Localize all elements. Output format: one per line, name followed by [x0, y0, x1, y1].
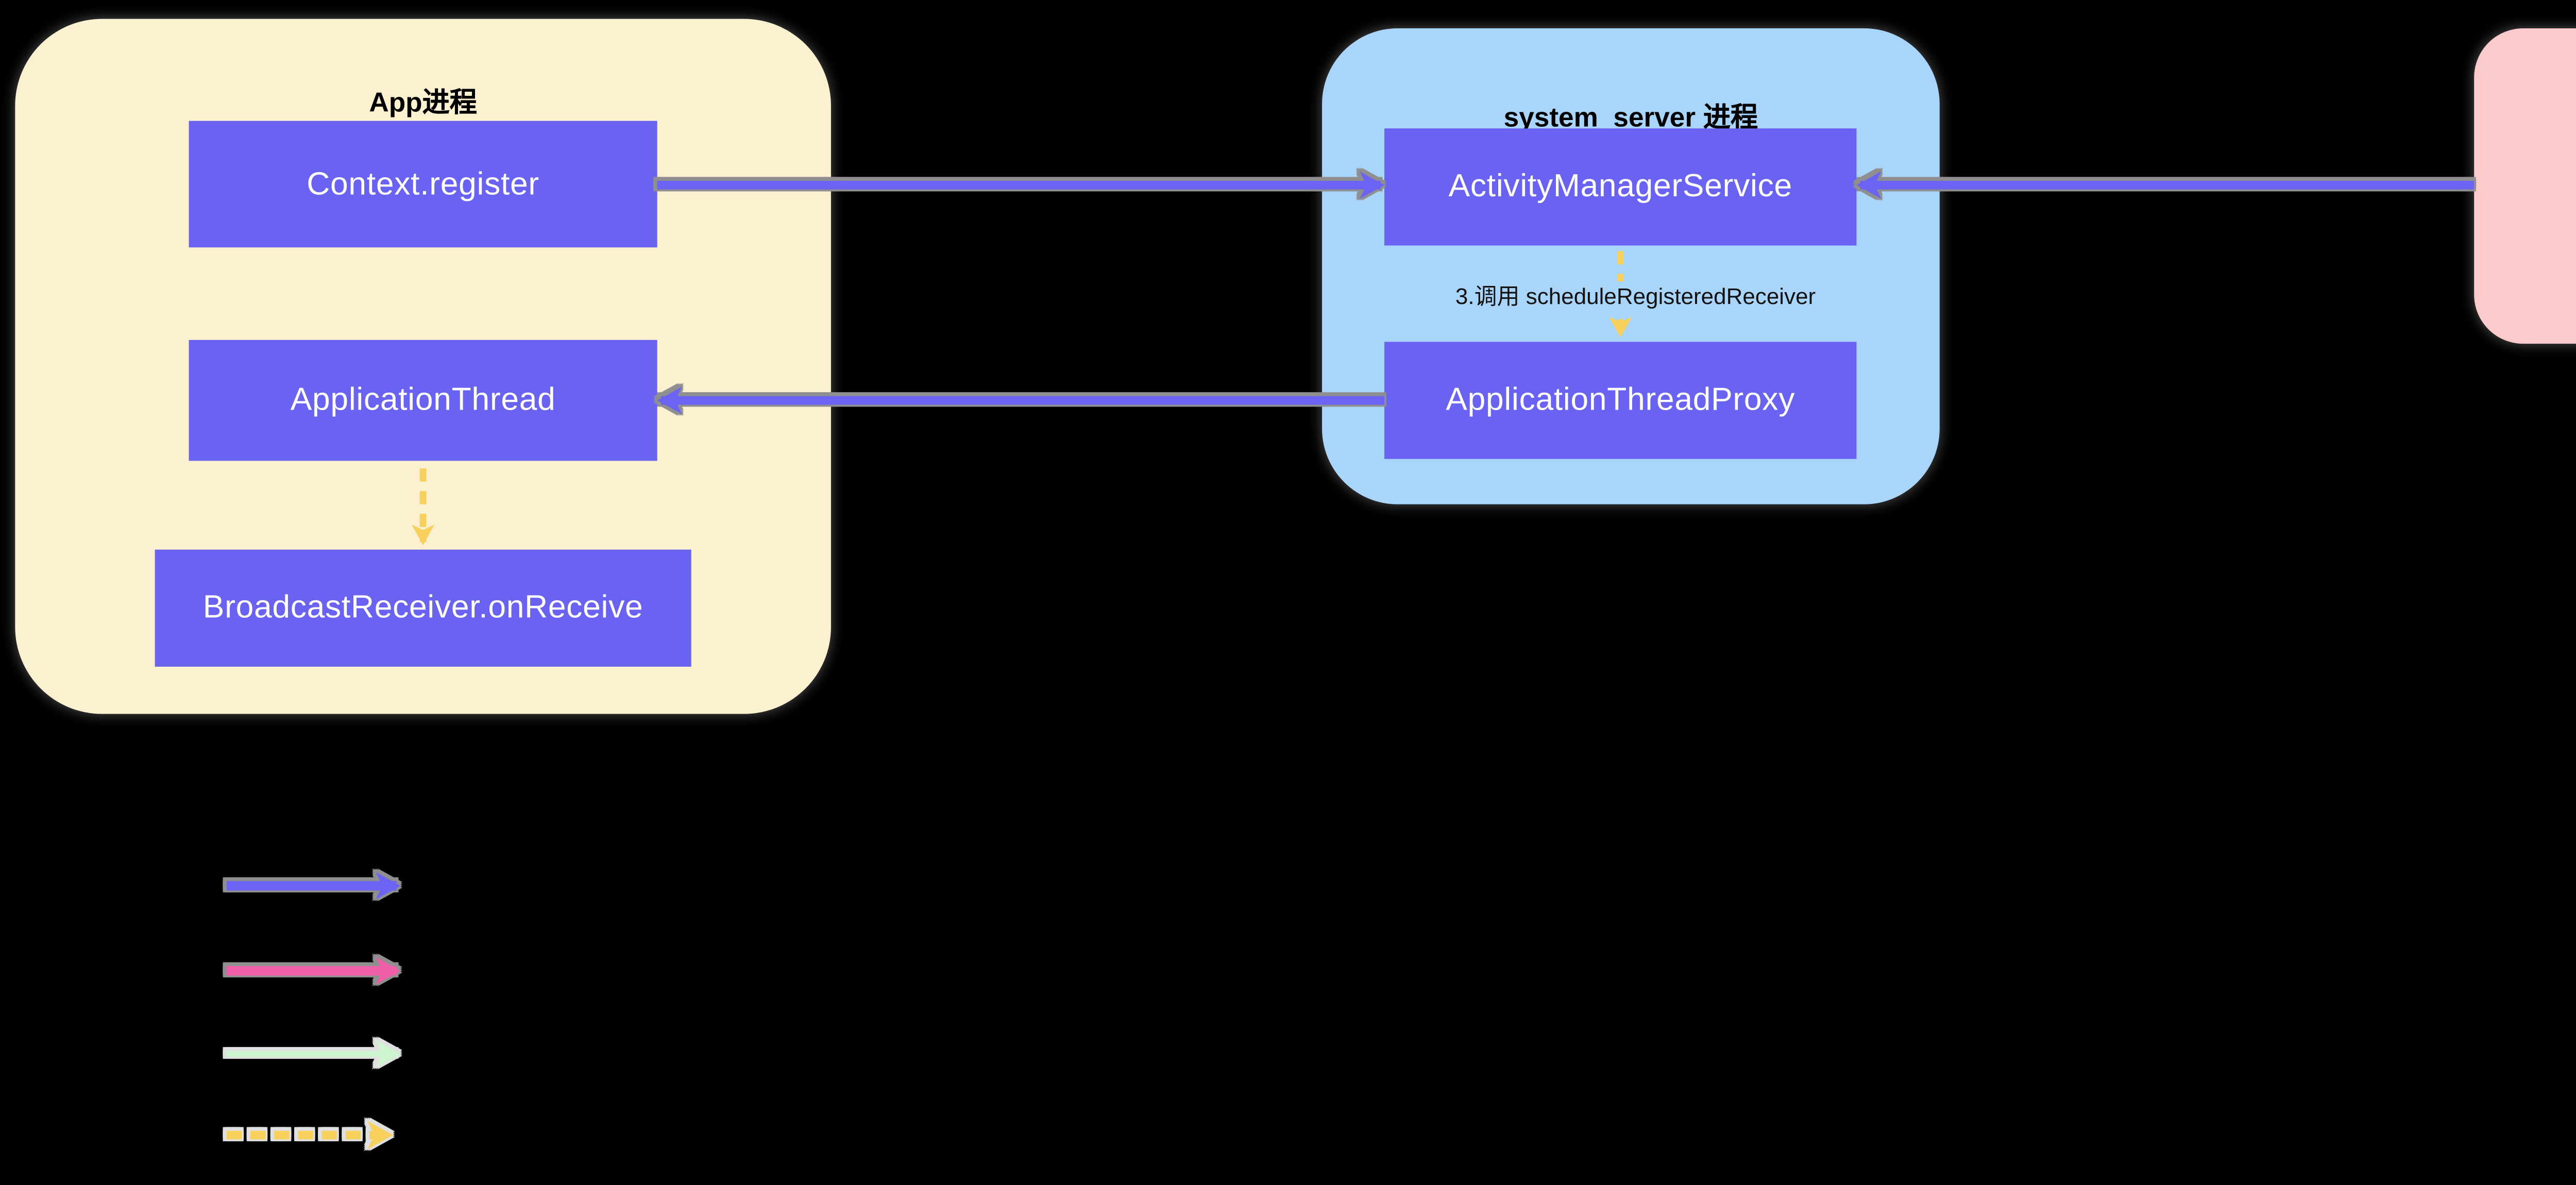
- node-broadcast-receiver-onreceive: BroadcastReceiver.onReceive: [155, 549, 691, 667]
- app-process-title: App进程: [369, 89, 477, 119]
- node-context-register: Context.register: [189, 121, 657, 248]
- node-application-thread-proxy: ApplicationThreadProxy: [1384, 342, 1857, 459]
- node-activity-manager-service: ActivityManagerService: [1384, 128, 1857, 246]
- edge-label-schedule-registered-receiver: 3.调用 scheduleRegisteredReceiver: [1435, 281, 1836, 314]
- legend: [226, 872, 401, 1149]
- sender-process-box: 发送广播的进程: [2474, 28, 2576, 344]
- node-application-thread: ApplicationThread: [189, 340, 657, 461]
